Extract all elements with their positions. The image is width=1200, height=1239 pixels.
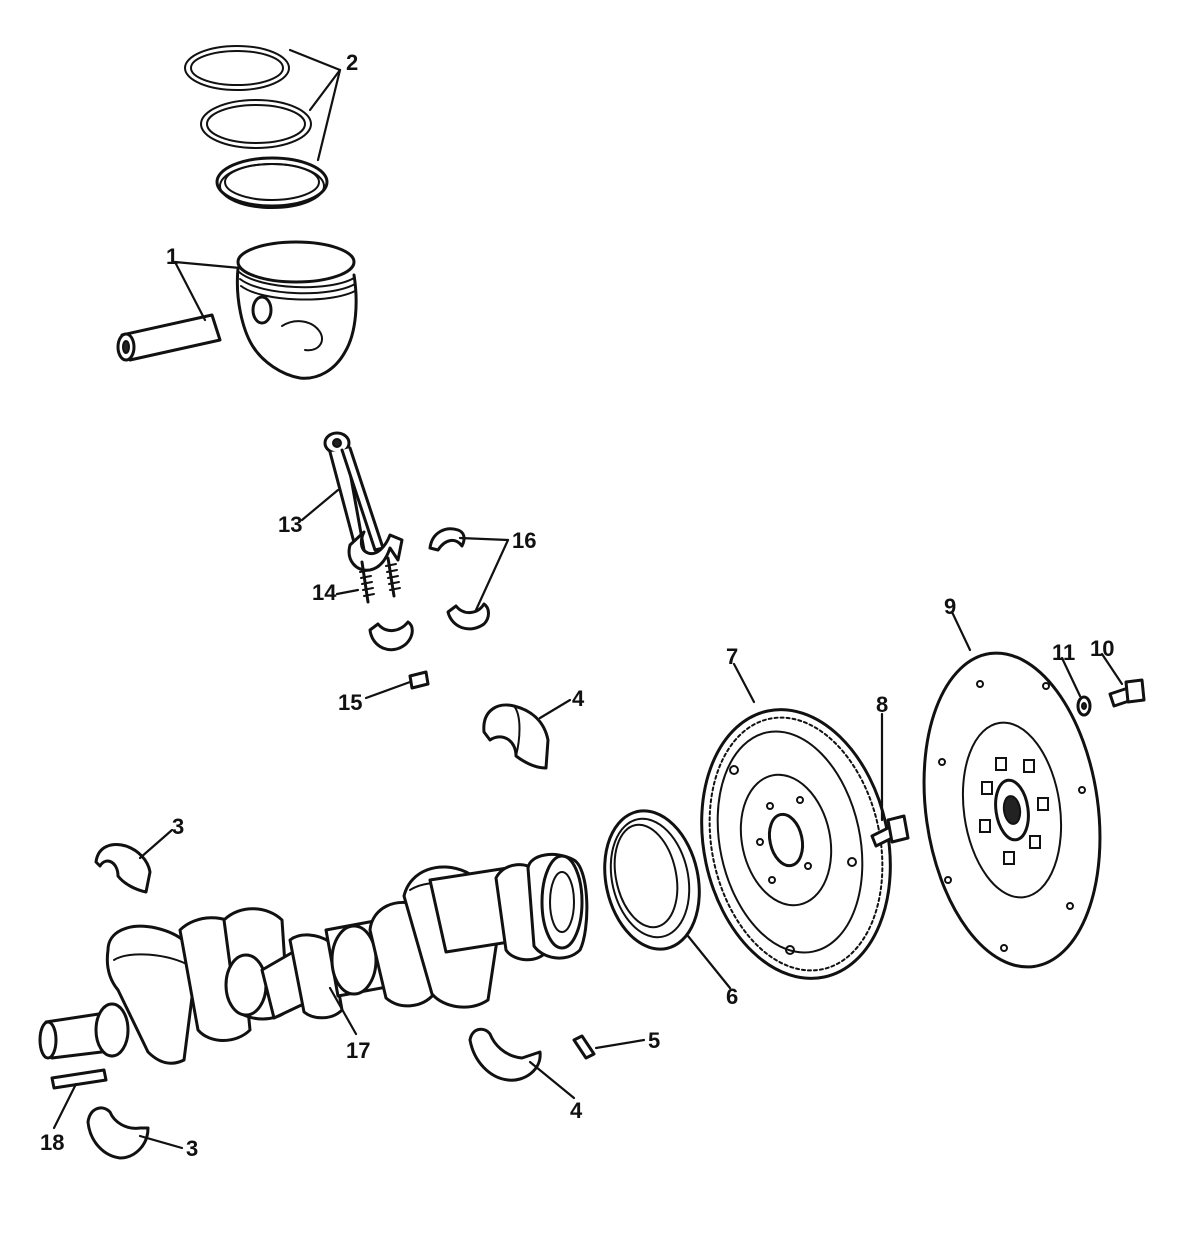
leader-10 xyxy=(1100,652,1124,686)
leader-16a xyxy=(458,536,510,542)
leader-2a xyxy=(288,48,342,72)
rod-bearing-lower xyxy=(446,602,490,631)
callout-10: 10 xyxy=(1090,636,1114,661)
rod-bearing-upper xyxy=(428,527,466,552)
callout-17: 17 xyxy=(346,1038,370,1063)
callout-2: 2 xyxy=(346,50,358,75)
leader-3b xyxy=(138,1134,184,1150)
callout-18: 18 xyxy=(40,1130,64,1155)
callout-4a: 4 xyxy=(572,686,585,711)
callout-4b: 4 xyxy=(570,1098,583,1123)
leader-16b xyxy=(474,538,510,612)
callout-14: 14 xyxy=(312,580,337,605)
callout-labels: 2 1 13 16 14 15 4 7 8 9 11 10 3 6 5 17 4… xyxy=(40,50,1114,1161)
main-bearing-upper-4 xyxy=(482,703,550,770)
piston-ring-middle xyxy=(200,99,312,149)
callout-1: 1 xyxy=(166,244,178,269)
leader-11 xyxy=(1060,656,1082,698)
leader-9 xyxy=(950,610,972,652)
leader-1b xyxy=(173,260,207,322)
crankshaft xyxy=(38,852,589,1065)
leader-1a xyxy=(173,260,242,270)
leader-2c xyxy=(316,68,342,162)
leader-6 xyxy=(686,934,732,990)
callout-5: 5 xyxy=(648,1028,660,1053)
leader-2b xyxy=(308,68,342,112)
leader-7 xyxy=(732,662,756,704)
piston xyxy=(235,240,358,380)
washer xyxy=(1076,695,1092,717)
main-bearing-lower-3 xyxy=(86,1106,150,1160)
leader-14 xyxy=(335,588,360,596)
leader-17 xyxy=(328,986,358,1036)
rod-cap-bearing xyxy=(368,620,414,652)
callout-15: 15 xyxy=(338,690,362,715)
flywheel xyxy=(700,708,892,980)
callout-3b: 3 xyxy=(186,1136,198,1161)
flywheel-bolt xyxy=(870,814,910,848)
callout-8: 8 xyxy=(876,692,888,717)
main-bearing-lower-4 xyxy=(468,1027,542,1082)
leader-4a xyxy=(538,698,572,720)
leader-3a xyxy=(138,828,174,860)
leader-15 xyxy=(364,680,412,700)
callout-6: 6 xyxy=(726,984,738,1009)
callout-16: 16 xyxy=(512,528,536,553)
piston-assembly xyxy=(116,240,358,380)
callout-13: 13 xyxy=(278,512,302,537)
dowel-pin xyxy=(408,670,430,690)
rod-bolt-right xyxy=(385,556,401,598)
leader-13 xyxy=(300,488,340,522)
drive-plate xyxy=(922,651,1102,969)
connecting-rod xyxy=(323,431,404,604)
rear-main-seal xyxy=(603,809,701,951)
drive-plate-bolt xyxy=(1108,678,1146,708)
pin-18 xyxy=(50,1068,108,1090)
leader-18 xyxy=(52,1082,78,1130)
callout-7: 7 xyxy=(726,644,738,669)
leader-4b xyxy=(528,1060,576,1100)
callout-9: 9 xyxy=(944,594,956,619)
leader-lines xyxy=(52,48,1124,1150)
leader-5 xyxy=(594,1038,646,1050)
main-bearing-upper-3 xyxy=(94,843,152,894)
pin-5 xyxy=(572,1034,596,1060)
callout-3a: 3 xyxy=(172,814,184,839)
rod-bolt-left xyxy=(359,560,375,604)
piston-ring-oil xyxy=(215,156,329,209)
callout-11: 11 xyxy=(1052,640,1075,665)
piston-pin xyxy=(116,313,222,362)
piston-rings xyxy=(184,45,329,209)
piston-ring-top xyxy=(184,45,290,91)
